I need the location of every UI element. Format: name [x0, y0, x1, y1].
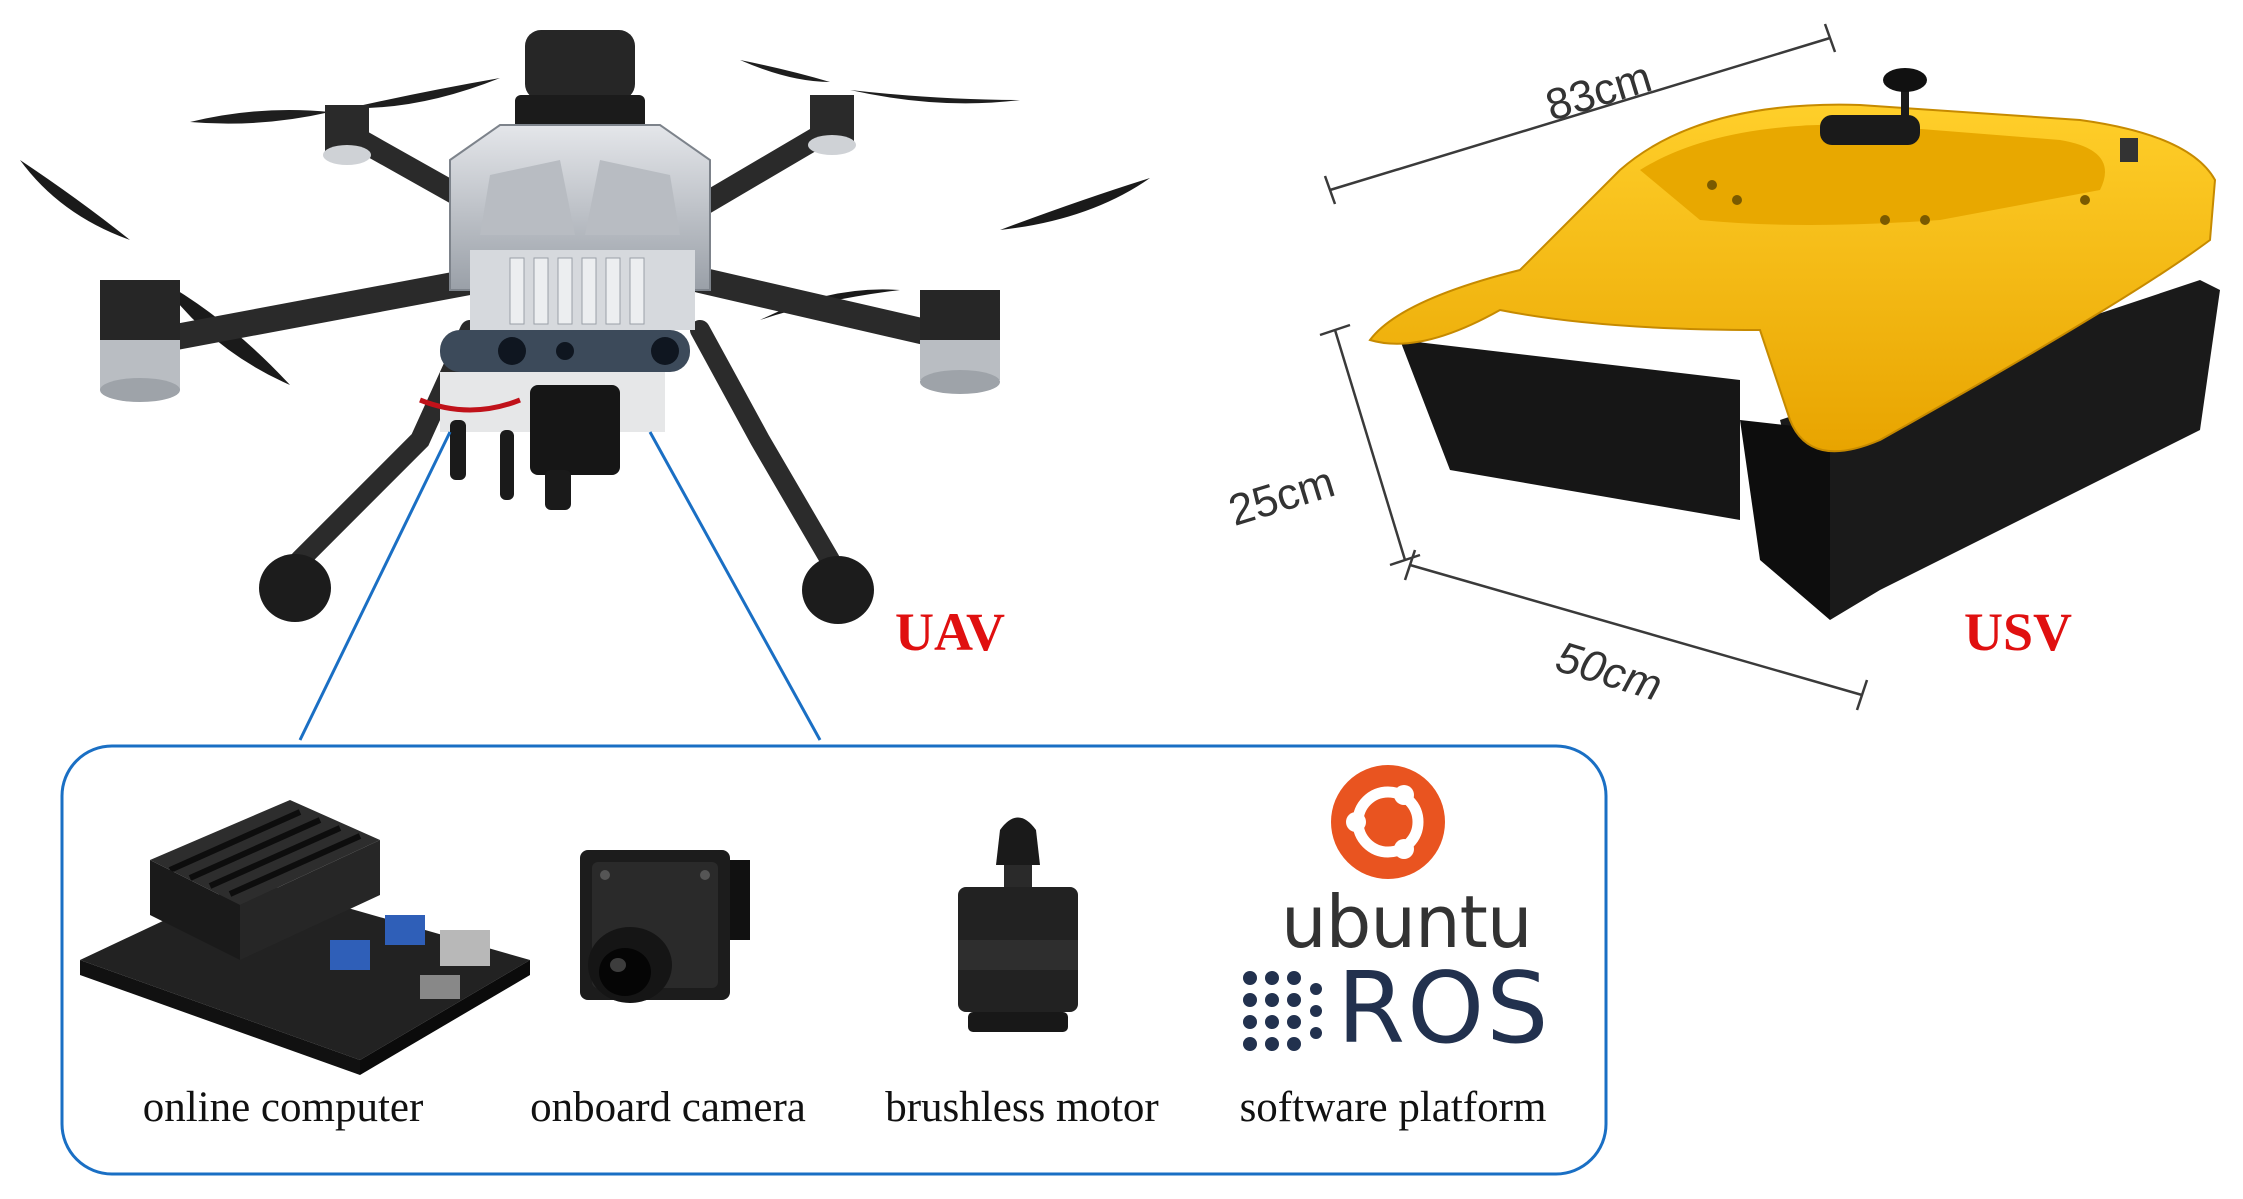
caption-brushless-motor: brushless motor — [885, 1084, 1159, 1131]
onboard-camera-mount — [419, 372, 665, 510]
motor-pod-rear-left — [100, 280, 180, 402]
motor-pod-rear-right — [920, 290, 1000, 394]
arm-rear-left — [147, 267, 493, 353]
landing-leg-right — [690, 320, 840, 570]
caption-onboard-camera: onboard camera — [530, 1084, 806, 1131]
boat-gps-antenna — [1883, 68, 1927, 92]
dimension-line-height — [1319, 323, 1421, 567]
depth-camera-bar — [440, 330, 690, 372]
online-computer-image — [80, 800, 530, 1075]
uav-drone-image — [20, 30, 1150, 624]
arm-rear-right — [687, 267, 973, 353]
caption-software-platform: software platform — [1239, 1084, 1547, 1131]
boat-cockpit — [1640, 124, 2105, 225]
uav-body-shell — [449, 124, 711, 330]
motor-pod-front-right — [808, 95, 856, 155]
ros-logo-dots — [1243, 971, 1322, 1051]
propeller-front-right — [740, 60, 1020, 104]
landing-foot-left — [259, 554, 331, 622]
propeller-rear-right — [760, 178, 1150, 320]
dimension-line-length — [1323, 23, 1837, 205]
callout-line-left — [298, 431, 452, 741]
boat-hull-right — [1780, 280, 2220, 620]
lidar-sensor — [515, 30, 645, 140]
brushless-motor-image — [958, 817, 1078, 1032]
usv-label: USV — [1964, 602, 2073, 662]
components-box — [60, 744, 1608, 1176]
ubuntu-wordmark: ubuntu — [1281, 880, 1532, 964]
boat-battery-handle — [1820, 115, 1920, 145]
propeller-front-left — [190, 78, 500, 124]
motor-pod-front-left — [323, 105, 371, 165]
boat-hull-left — [1400, 340, 1740, 520]
usv-boat-image — [1368, 68, 2220, 620]
dimension-line-width — [1403, 549, 1869, 711]
onboard-camera-image — [580, 850, 750, 1003]
landing-foot-right — [802, 556, 874, 624]
caption-online-computer: online computer — [142, 1084, 424, 1131]
ubuntu-logo — [1331, 765, 1445, 879]
uav-label: UAV — [895, 602, 1006, 662]
ros-wordmark: ROS — [1337, 952, 1551, 1066]
callout-line-right — [648, 431, 822, 741]
